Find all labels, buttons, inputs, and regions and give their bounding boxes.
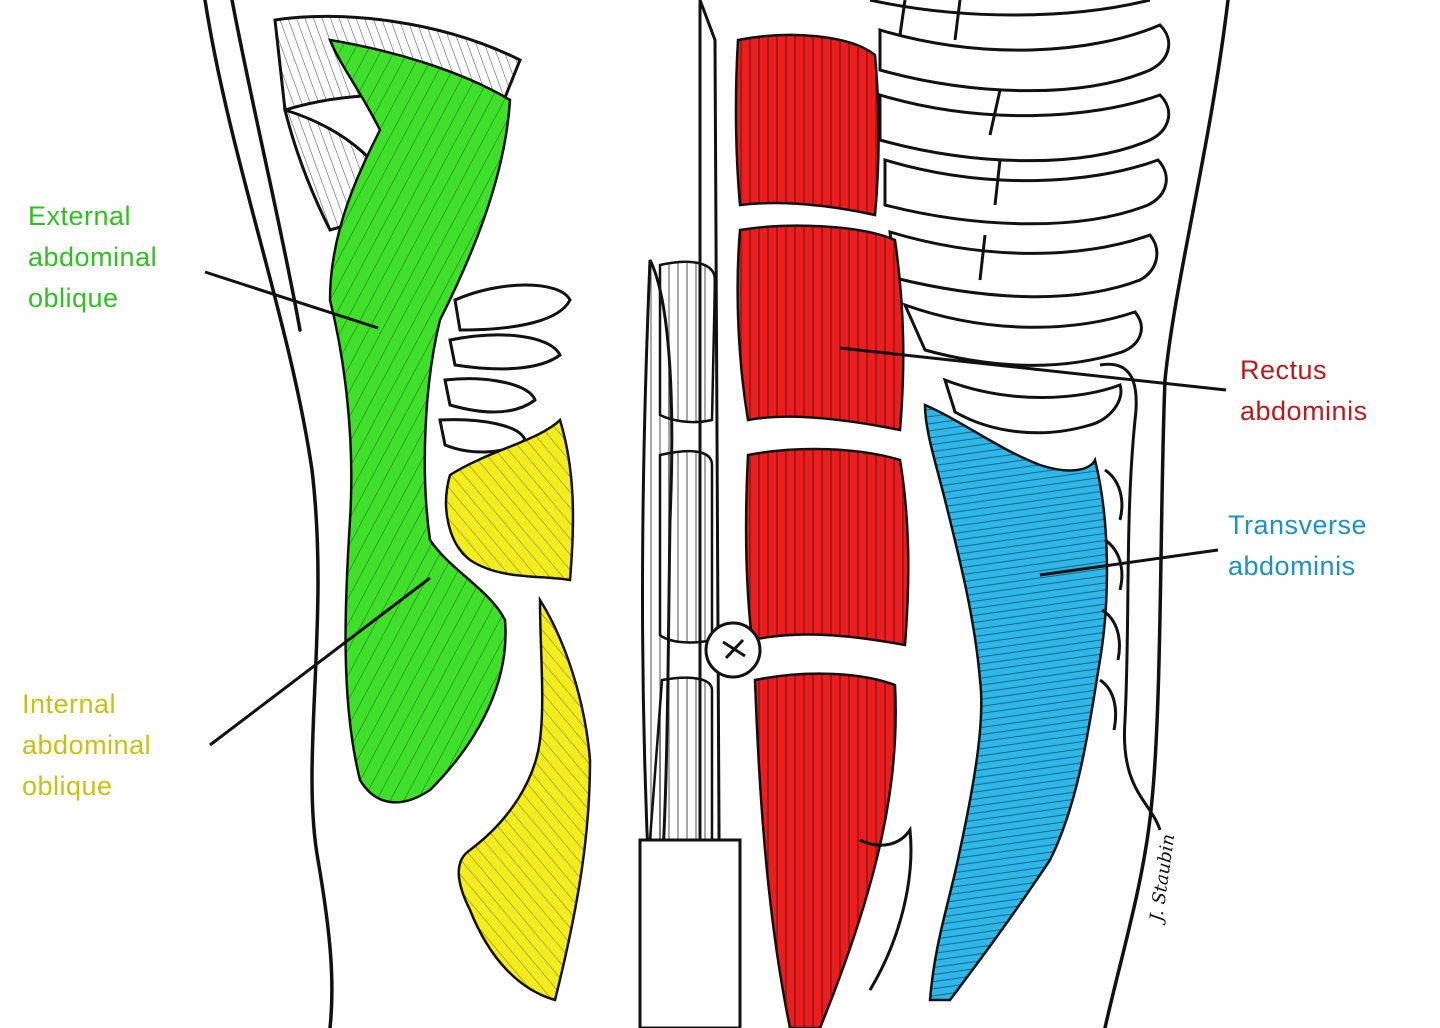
rectus-segment-1 xyxy=(734,33,880,217)
rectus-abdominis-muscle xyxy=(734,33,910,1028)
rectus-segment-4 xyxy=(753,672,897,1028)
external-oblique-muscle xyxy=(328,38,512,804)
ribcage xyxy=(869,0,1171,435)
label-line: abdominis xyxy=(1240,396,1368,426)
leader-lines xyxy=(204,270,1227,747)
label-line: abdominal xyxy=(22,730,152,760)
label-transverse-abdominis: Transverse abdominis xyxy=(1228,505,1367,587)
umbilicus xyxy=(704,621,762,679)
leader-internal-oblique xyxy=(209,576,431,747)
leader-rectus-abdominis xyxy=(839,346,1227,392)
label-line: oblique xyxy=(22,771,113,801)
right-flank xyxy=(859,362,1162,991)
rectus-segment-2 xyxy=(736,224,905,432)
label-internal-abdominal-oblique: Internal abdominal oblique xyxy=(22,684,151,807)
label-line: abdominis xyxy=(1228,551,1356,581)
leader-transverse-abdominis xyxy=(1039,548,1219,577)
label-line: Internal xyxy=(22,689,117,719)
internal-oblique-muscle xyxy=(444,417,592,1002)
label-rectus-abdominis: Rectus abdominis xyxy=(1240,350,1368,432)
leader-external-oblique xyxy=(204,270,379,330)
label-line: Rectus xyxy=(1240,355,1328,385)
label-external-abdominal-oblique: External abdominal oblique xyxy=(28,196,157,319)
transverse-abdominis-muscle xyxy=(923,403,1109,1002)
label-line: External xyxy=(28,201,132,231)
label-line: abdominal xyxy=(28,242,158,272)
artist-signature: J. Staubin xyxy=(1146,833,1180,927)
rectus-segment-3 xyxy=(744,447,910,647)
label-line: Transverse xyxy=(1228,510,1368,540)
label-line: oblique xyxy=(28,283,119,313)
left-rectus-outline xyxy=(648,260,717,842)
torso-outline xyxy=(203,0,1230,1028)
